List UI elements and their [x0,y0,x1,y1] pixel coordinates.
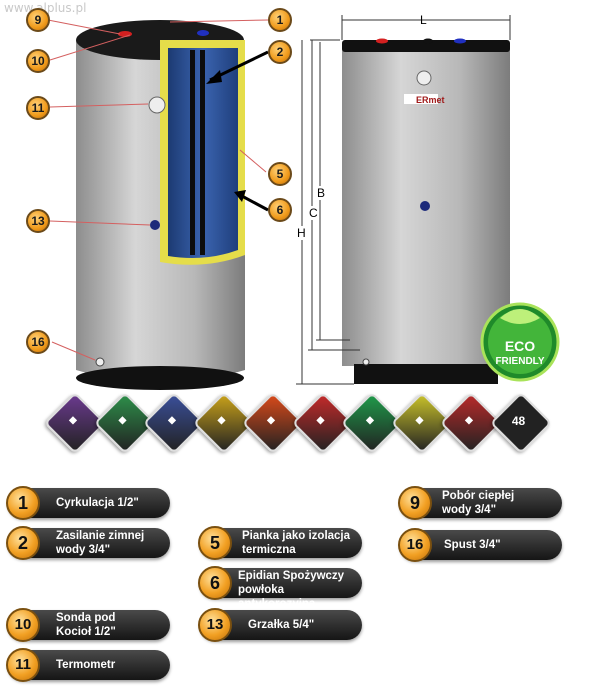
48-hours-icon: 48 [511,414,526,428]
legend-item-16: 16 Spust 3/4" [398,528,562,562]
dimension-c-label: C [309,206,318,220]
tools-icon: ◆ [267,415,275,426]
legend-item-11: 11 Termometr [6,648,170,682]
legend-number: 9 [398,486,432,520]
dimension-h-label: H [297,226,306,240]
dimension-l-label: L [420,13,427,27]
legend-item-5: 5 Pianka jako izolacja termiczna [198,526,362,560]
legend-number: 10 [6,608,40,642]
ermet-logo: ERmet [416,95,445,105]
watermark: www.alplus.pl [4,1,87,15]
legend-text: Termometr [56,659,116,671]
legend-text: Pianka jako izolacja termiczna [242,530,351,556]
legend-text: Grzałka 5/4" [248,619,315,631]
legend-number: 11 [6,648,40,682]
legend-item-2: 2 Zasilanie zimnej wody 3/4" [6,526,170,560]
callout-5: 5 [268,162,292,186]
gauge-icon: ◆ [316,415,325,426]
legend-number: 2 [6,526,40,560]
legend-number: 6 [198,566,232,600]
legend-text: Sonda pod Kocioł 1/2" [56,612,116,638]
legend-number: 1 [6,486,40,520]
legend-text: Spust 3/4" [444,539,501,551]
callout-2: 2 [268,40,292,64]
legend-item-10: 10 Sonda pod Kocioł 1/2" [6,608,170,642]
legend-text: Pobór ciepłej wody 3/4" [442,490,515,516]
legend-number: 5 [198,526,232,560]
eco-badge-line2: FRIENDLY [495,356,545,367]
legend-text: Zasilanie zimnej wody 3/4" [56,530,145,556]
eco-badge-line1: ECO [504,338,536,354]
legend-number: 13 [198,608,232,642]
legend-item-1: 1 Cyrkulacja 1/2" [6,486,170,520]
tank-cutaway-drawing [47,15,560,390]
callout-10: 10 [26,49,50,73]
worker-icon: ◆ [217,415,226,426]
plant-icon: ◆ [168,415,176,426]
callout-11: 11 [26,96,50,120]
truck-icon: ◆ [465,415,473,426]
callout-16: 16 [26,330,50,354]
callout-6: 6 [268,198,292,222]
callout-9: 9 [26,8,50,32]
dimension-b-label: B [317,186,326,200]
legend-item-13: 13 Grzałka 5/4" [198,608,362,642]
house-icon: ◆ [69,415,77,426]
legend-number: 16 [398,528,432,562]
recycle-icon: ◆ [366,415,374,426]
legend-item-9: 9 Pobór ciepłej wody 3/4" [398,486,562,520]
callout-13: 13 [26,209,50,233]
legend-text: Epidian Spożywczy powłoka antykorozyjna [238,570,345,610]
building-icon: ◆ [118,415,127,426]
callout-1: 1 [268,8,292,32]
legend-text: Cyrkulacja 1/2" [56,497,139,509]
boxes-icon: ◆ [415,415,424,426]
